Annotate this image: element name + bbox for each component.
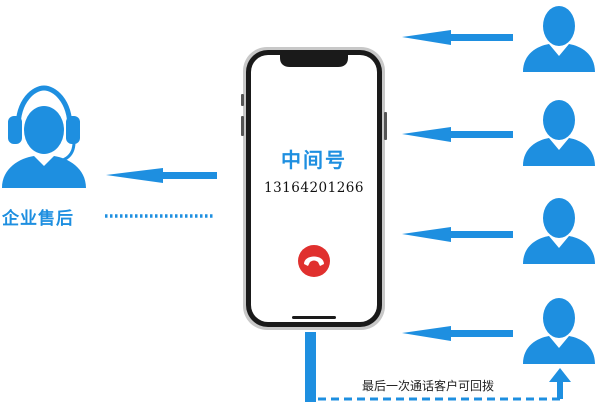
- callback-path: [305, 332, 571, 402]
- phone-notch: [280, 55, 348, 67]
- customer-icon: [523, 6, 595, 72]
- hang-up-icon[interactable]: [298, 245, 330, 277]
- arrow-left-icon: [402, 227, 513, 242]
- customer-icon: [523, 198, 595, 264]
- customer-icon: [523, 100, 595, 166]
- arrow-up-icon: [549, 368, 571, 382]
- phone-number: 13164201266: [264, 180, 364, 196]
- agent-label: 企业售后: [2, 209, 74, 229]
- customer-icon: [523, 298, 595, 364]
- home-indicator: [292, 316, 336, 319]
- arrow-left-icon: [402, 30, 513, 45]
- phone: [241, 47, 387, 330]
- callback-caption: 最后一次通话客户可回拨: [362, 379, 495, 393]
- arrow-left-icon: [402, 127, 513, 142]
- arrow-left-icon: [402, 326, 513, 341]
- arrow-left-icon: [106, 168, 217, 183]
- headset-agent-icon: [2, 85, 86, 188]
- phone-title: 中间号: [281, 148, 347, 172]
